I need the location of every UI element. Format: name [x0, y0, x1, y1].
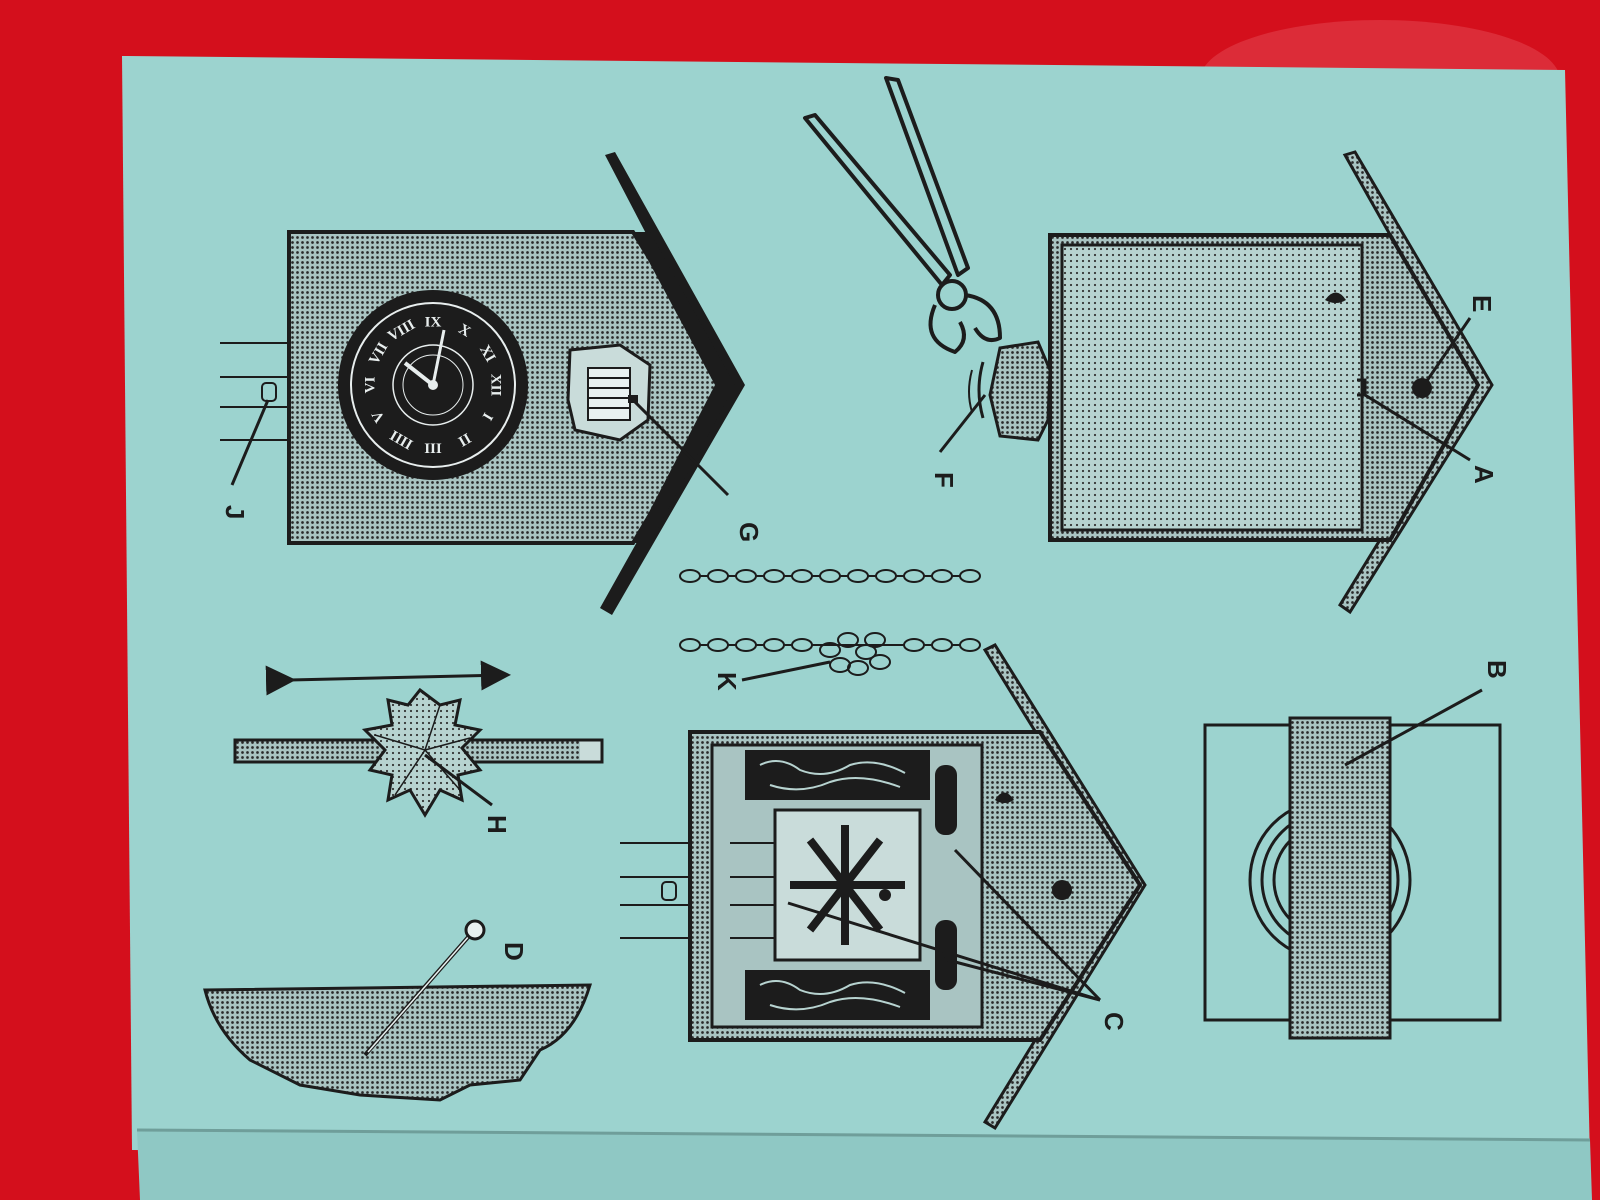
- leader-b: [1344, 688, 1483, 767]
- label-e: E: [1467, 295, 1497, 312]
- label-c: C: [1099, 1012, 1129, 1031]
- cuckoo-door: [587, 367, 631, 421]
- label-h: H: [482, 815, 512, 834]
- wood-block: [203, 983, 593, 1102]
- leader-f: [938, 394, 987, 453]
- label-d: D: [499, 942, 529, 961]
- figure-pendulum: H: [233, 660, 604, 834]
- leader-a: [1364, 393, 1471, 462]
- label-k: K: [712, 672, 742, 691]
- pendulum-hook: [580, 738, 604, 764]
- label-f: F: [929, 472, 959, 488]
- packing-block-f: [988, 340, 1052, 442]
- figure-chains: K: [679, 569, 981, 691]
- chain-link: [707, 569, 729, 583]
- back-hook-a: [1357, 378, 1367, 397]
- leader-e: [1420, 317, 1472, 389]
- clock-dial-ring: [350, 302, 516, 468]
- leader-j: [230, 399, 270, 486]
- interior-chains: [620, 842, 775, 939]
- label-j: J: [220, 505, 250, 519]
- paper-lower-fold: [137, 1130, 1592, 1200]
- figure-clock-back: E A F: [929, 150, 1499, 615]
- chain-straight: [679, 569, 981, 583]
- bellows-bottom: [745, 970, 930, 1020]
- chain-link: [791, 569, 813, 583]
- chain-link: [931, 638, 953, 652]
- leader-c-1: [787, 901, 1101, 1002]
- chain-link: [763, 569, 785, 583]
- chain-link: [679, 638, 701, 652]
- chain-link: [679, 569, 701, 583]
- chain-link: [903, 638, 925, 652]
- leader-g: [631, 398, 730, 497]
- leader-k: [741, 660, 831, 682]
- clock-numeral: XII: [488, 374, 504, 397]
- chain-tangle-knot: [819, 632, 891, 676]
- pin-head: [464, 919, 486, 941]
- hanging-hole: [1325, 292, 1346, 303]
- chain-link: [819, 569, 841, 583]
- clock-numeral: VI: [362, 377, 378, 394]
- chain-link: [847, 569, 869, 583]
- bellows-top: [745, 750, 930, 800]
- interior-hole: [995, 792, 1014, 803]
- figure-pin: D: [203, 919, 593, 1102]
- leader-c-2: [939, 956, 1101, 1002]
- label-b: B: [1482, 660, 1512, 679]
- bellows-bottom-pattern: [759, 980, 906, 1011]
- chain-link: [875, 569, 897, 583]
- clock-dial-inner2: [402, 354, 464, 416]
- paper-fold-line: [136, 1128, 1591, 1142]
- cut-mark-1: [977, 361, 985, 419]
- chain-link: [735, 569, 757, 583]
- coil-strap: [1288, 716, 1392, 1040]
- figure-coil: B: [1203, 660, 1512, 1040]
- chain-link: [707, 638, 729, 652]
- clock-front-roof-shadow: [633, 232, 735, 543]
- clock-numeral: III: [424, 440, 442, 456]
- bellows-post-top: [935, 765, 957, 835]
- movement-hub: [879, 889, 891, 901]
- cut-mark-2: [968, 369, 973, 413]
- figure-clock-interior: C: [620, 643, 1147, 1131]
- chain-link: [791, 638, 813, 652]
- clock-back-panel: [1060, 243, 1364, 532]
- clock-minute-hand: [431, 329, 446, 386]
- chain-tangled: [679, 638, 981, 652]
- clock-dial-inner: [392, 344, 474, 426]
- clock-numeral: XI: [476, 342, 498, 365]
- clock-front-chains: [220, 342, 289, 441]
- clock-hand-hub: [428, 380, 438, 390]
- chain-link: [959, 638, 981, 652]
- chain-link: [931, 569, 953, 583]
- leader-c-3: [953, 848, 1102, 1002]
- movement-gears: [790, 825, 905, 945]
- interior-dot: [1052, 880, 1072, 900]
- chain-link: [735, 638, 757, 652]
- label-g: G: [734, 522, 764, 542]
- pliers-icon: [803, 76, 1002, 354]
- label-a: A: [1469, 465, 1499, 484]
- chain-link: [763, 638, 785, 652]
- chain-link: [959, 569, 981, 583]
- double-arrow-icon: [265, 660, 511, 696]
- bellows-post-bottom: [935, 920, 957, 990]
- pendulum-leaf-veins: [374, 704, 471, 796]
- leader-h: [424, 753, 493, 807]
- bellows-top-pattern: [759, 760, 906, 791]
- pin-shaft-highlight: [367, 934, 471, 1053]
- clock-numeral: IX: [425, 314, 442, 330]
- clock-hour-hand: [403, 361, 435, 387]
- door-latch-g: [628, 395, 638, 403]
- chain-link: [903, 569, 925, 583]
- interior-chain-ring: [661, 881, 677, 901]
